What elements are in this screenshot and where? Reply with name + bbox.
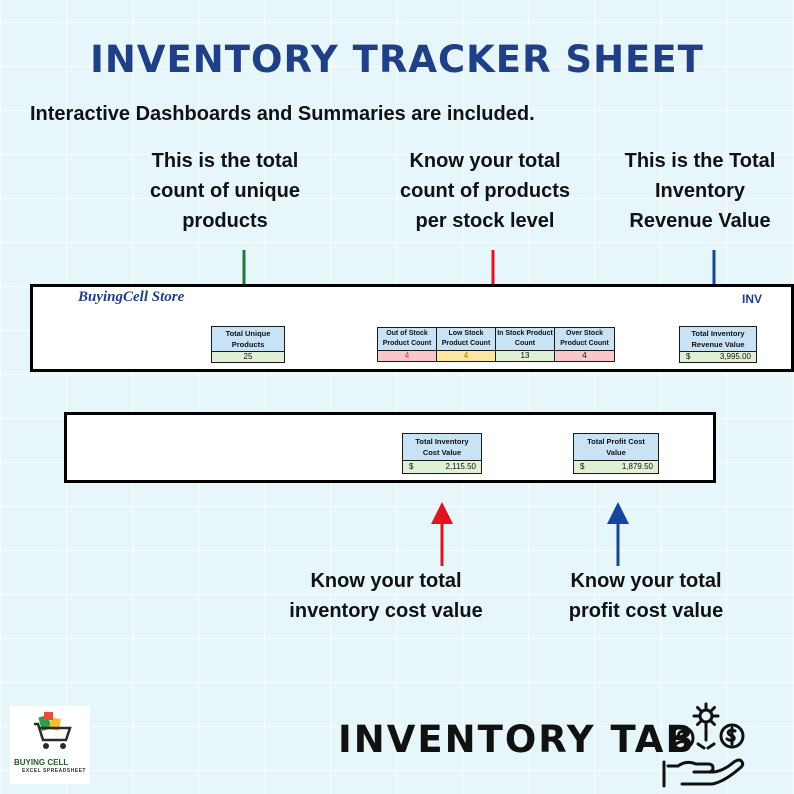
low-stock-value[interactable]: 4 bbox=[437, 350, 495, 361]
metric-label: Revenue Value bbox=[691, 340, 745, 349]
callout-unique-products: This is the total count of unique produc… bbox=[130, 146, 320, 236]
metric-label: Value bbox=[606, 448, 626, 457]
out-of-stock-card: Out of Stock Product Count 4 bbox=[378, 328, 437, 361]
total-profit-value[interactable]: $ 1,879.50 bbox=[574, 460, 658, 473]
cost-amount: 2,115.50 bbox=[445, 462, 476, 471]
page-title: INVENTORY TRACKER SHEET bbox=[90, 38, 704, 81]
metric-label: Product Count bbox=[382, 340, 432, 347]
callout-revenue: This is the Total Inventory Revenue Valu… bbox=[606, 146, 794, 236]
total-revenue-value[interactable]: $ 3,995.00 bbox=[680, 351, 756, 362]
in-stock-value[interactable]: 13 bbox=[496, 350, 554, 361]
total-revenue-card: Total Inventory Revenue Value $ 3,995.00 bbox=[679, 326, 757, 363]
currency-symbol: $ bbox=[409, 462, 414, 471]
callout-line: products bbox=[182, 210, 268, 232]
over-stock-card: Over Stock Product Count 4 bbox=[555, 328, 614, 361]
callout-line: profit cost value bbox=[568, 600, 724, 622]
low-stock-card: Low Stock Product Count 4 bbox=[437, 328, 496, 361]
callout-line: inventory cost value bbox=[289, 600, 483, 622]
total-profit-card: Total Profit Cost Value $ 1,879.50 bbox=[573, 433, 659, 474]
metric-label: Total Inventory bbox=[691, 329, 745, 338]
total-cost-card: Total Inventory Cost Value $ 2,115.50 bbox=[402, 433, 482, 474]
hand-gear-people-icon bbox=[662, 702, 745, 788]
tab-label-truncated: INV bbox=[742, 292, 763, 306]
metric-label: Products bbox=[231, 340, 265, 349]
stock-level-counts: Out of Stock Product Count 4 Low Stock P… bbox=[377, 327, 615, 362]
logo-tagline: EXCEL SPREADSHEET bbox=[22, 768, 86, 774]
callout-line: Know your total bbox=[409, 150, 561, 172]
currency-symbol: $ bbox=[686, 352, 691, 361]
arrow-up-blue-icon bbox=[607, 502, 629, 566]
callout-line: This is the total bbox=[151, 150, 299, 172]
store-name: BuyingCell Store bbox=[78, 289, 185, 305]
currency-symbol: $ bbox=[580, 462, 585, 471]
callout-profit: Know your total profit cost value bbox=[548, 566, 744, 626]
callout-line: Know your total bbox=[570, 570, 722, 592]
logo-wordmark: BUYING CELL bbox=[14, 758, 69, 767]
revenue-amount: 3,995.00 bbox=[719, 352, 751, 361]
metric-label: Product Count bbox=[560, 340, 609, 347]
total-cost-value[interactable]: $ 2,115.50 bbox=[403, 460, 481, 473]
metric-label: Low Stock bbox=[448, 330, 484, 337]
metric-label: Total Profit Cost bbox=[587, 437, 645, 446]
metric-label: Over Stock bbox=[566, 330, 603, 337]
total-unique-products-card: Total Unique Products 25 bbox=[211, 326, 285, 363]
metric-label: Product Count bbox=[441, 340, 491, 347]
metric-label: Cost Value bbox=[422, 448, 462, 457]
callout-cost: Know your total inventory cost value bbox=[272, 566, 500, 626]
callout-line: Inventory bbox=[654, 180, 746, 202]
metric-label: In Stock Product bbox=[497, 330, 553, 337]
callout-stock-level: Know your total count of products per st… bbox=[378, 146, 592, 236]
arrow-up-red-icon bbox=[431, 502, 453, 566]
total-unique-value[interactable]: 25 bbox=[212, 351, 284, 362]
callout-line: count of unique bbox=[150, 180, 300, 202]
metric-label: Total Unique bbox=[225, 329, 271, 338]
callout-line: per stock level bbox=[415, 210, 555, 232]
metric-label: Out of Stock bbox=[386, 330, 428, 337]
callout-line: This is the Total bbox=[624, 150, 776, 172]
metric-label: Count bbox=[514, 340, 536, 347]
metric-label: Total Inventory bbox=[415, 437, 469, 446]
callout-line: Know your total bbox=[310, 570, 462, 592]
in-stock-card: In Stock Product Count 13 bbox=[496, 328, 555, 361]
callout-line: Revenue Value bbox=[629, 210, 771, 232]
over-stock-value[interactable]: 4 bbox=[555, 350, 614, 361]
callout-line: count of products bbox=[400, 180, 570, 202]
inventory-tab-title: INVENTORY TAB bbox=[338, 718, 696, 761]
brand-logo bbox=[10, 706, 90, 784]
cart-icon bbox=[34, 712, 72, 749]
out-of-stock-value[interactable]: 4 bbox=[378, 350, 436, 361]
profit-amount: 1,879.50 bbox=[621, 462, 653, 471]
page-subtitle: Interactive Dashboards and Summaries are… bbox=[30, 103, 535, 125]
